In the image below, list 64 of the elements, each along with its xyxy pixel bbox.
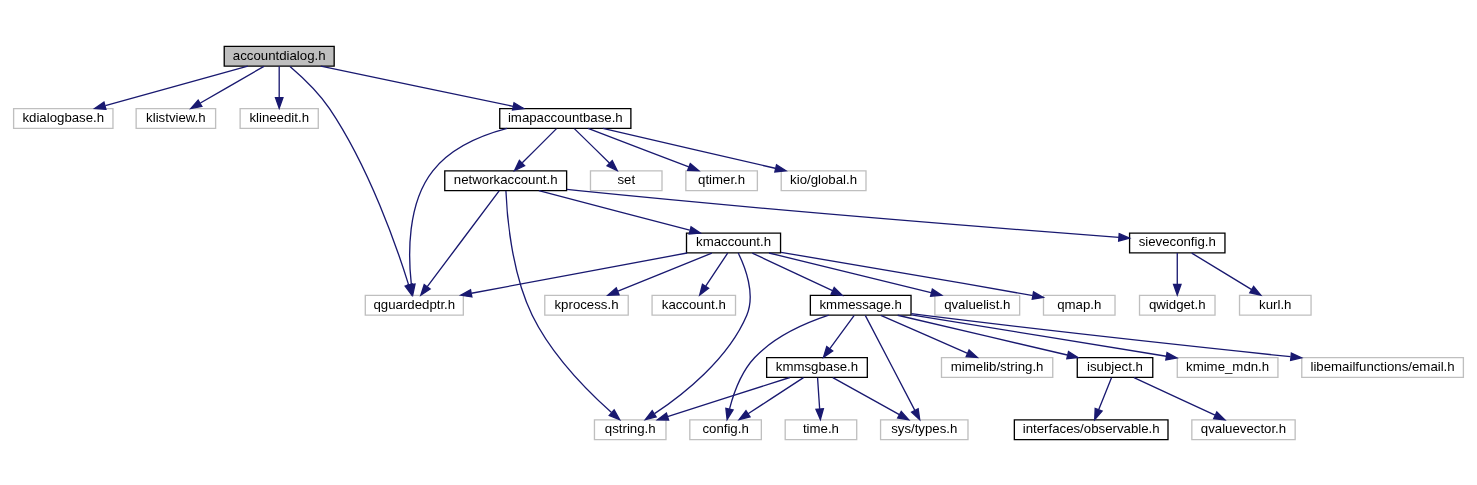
arrow (505, 189, 622, 421)
arrow (1133, 376, 1227, 421)
arrow (1191, 251, 1263, 296)
node-box: kmime_mdn.h (1176, 356, 1279, 378)
arrow (602, 127, 788, 173)
node-box: kprocess.h (544, 294, 629, 316)
arrow (698, 251, 729, 297)
node-box: config.h (689, 418, 762, 440)
arrow (320, 65, 526, 111)
node-box: kdialogbase.h (12, 107, 114, 129)
arrow (605, 251, 713, 296)
node-box: qvaluelist.h (934, 294, 1021, 316)
node-box: sys/types.h (879, 418, 969, 440)
node-box: kio/global.h (780, 169, 867, 191)
node-box: klineedit.h (239, 107, 319, 129)
arrow (880, 314, 980, 358)
arrow (573, 127, 619, 172)
arrow (643, 251, 751, 421)
node-box: networkaccount.h (444, 169, 568, 191)
arrow (513, 127, 558, 172)
arrow (864, 314, 921, 422)
node-box: kurl.h (1238, 294, 1312, 316)
arrow (897, 314, 1080, 359)
arrow (910, 313, 1179, 361)
node-box: sieveconfig.h (1128, 231, 1226, 254)
node-box: imapaccountbase.h (499, 107, 632, 129)
node-box: accountdialog.h (223, 45, 335, 67)
node-box: qmap.h (1042, 294, 1116, 316)
arrow (832, 376, 911, 421)
node-box: isubject.h (1076, 356, 1154, 378)
node-box: qwidget.h (1138, 294, 1216, 316)
arrow (1093, 376, 1113, 421)
arrow (538, 189, 703, 235)
arrow (815, 376, 825, 422)
arrow (737, 376, 805, 421)
node-box: kmaccount.h (685, 231, 782, 254)
node-box: time.h (784, 418, 858, 440)
arrow (587, 127, 701, 171)
arrow (655, 376, 791, 421)
node-box: mimelib/string.h (940, 356, 1054, 378)
node-box: set (589, 169, 663, 191)
arrow (725, 314, 830, 421)
arrow (419, 189, 500, 297)
arrow (768, 251, 944, 297)
arrow (189, 65, 265, 110)
node-box: qguardedptr.h (364, 294, 464, 316)
arrow (822, 314, 855, 359)
node-box: libemailfunctions/email.h (1301, 356, 1465, 378)
arrow (458, 251, 688, 298)
node-box: interfaces/observable.h (1013, 418, 1169, 440)
node-box: kaccount.h (651, 294, 737, 316)
node-box: kmmessage.h (809, 294, 912, 316)
arrow (780, 251, 1046, 300)
node-box: klistview.h (135, 107, 217, 129)
node-box: kmmsgbase.h (766, 356, 868, 378)
node-box: qstring.h (593, 418, 667, 440)
node-box: qvaluevector.h (1191, 418, 1296, 440)
arrow (751, 251, 845, 296)
arrow (274, 65, 284, 110)
arrow (1172, 251, 1182, 297)
node-box: qtimer.h (685, 169, 759, 191)
arrow (566, 188, 1132, 242)
arrow (92, 65, 249, 110)
arrow (910, 312, 1304, 361)
